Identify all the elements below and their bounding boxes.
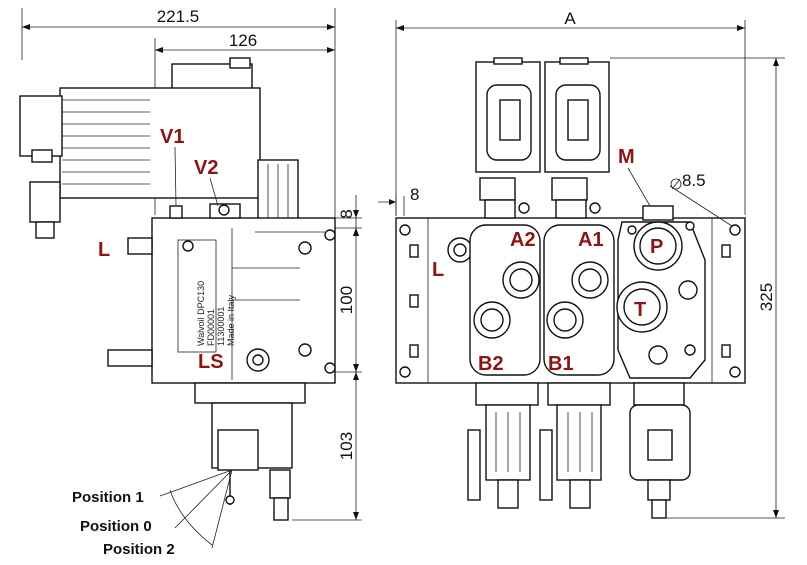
position-2-label: Position 2 <box>103 541 175 558</box>
port-t-label: T <box>634 299 646 321</box>
port-v1-label: V1 <box>160 126 184 148</box>
dim-overall-width-label: 221.5 <box>157 7 200 26</box>
port-l-side-label: L <box>98 239 110 261</box>
port-p-label: P <box>650 236 663 258</box>
port-b2-label: B2 <box>478 353 504 375</box>
dim-front-width-label: A <box>564 9 576 28</box>
position-0-label: Position 0 <box>80 518 152 535</box>
dim-hole-offset-label: 8 <box>410 185 419 204</box>
dim-total-height-label: 325 <box>757 283 776 311</box>
dim-front-width <box>395 20 746 215</box>
side-view <box>19 57 336 521</box>
port-l-front-label: L <box>432 259 444 281</box>
nameplate-line1: Walvoil DPC130 <box>196 281 206 346</box>
dim-side-vertical <box>292 195 362 521</box>
dim-body-height-label: 100 <box>337 286 356 314</box>
nameplate-line2: FD00001 <box>206 309 216 346</box>
port-a2-label: A2 <box>510 229 536 251</box>
port-b1-label: B1 <box>548 353 574 375</box>
lever-position-lines <box>159 469 233 549</box>
nameplate: Walvoil DPC130 FD00001 11300001 Made in … <box>196 281 236 346</box>
dim-bottom-ext-label: 103 <box>337 432 356 460</box>
front-view <box>395 57 746 519</box>
dim-total-height <box>610 57 785 519</box>
position-1-label: Position 1 <box>72 489 144 506</box>
dim-hole-dia-label: 8.5 <box>682 171 706 190</box>
port-v2-label: V2 <box>194 157 218 179</box>
port-m-label: M <box>618 146 635 168</box>
port-a1-label: A1 <box>578 229 604 251</box>
nameplate-line3: 11300001 <box>216 307 226 346</box>
dim-top-offset-label: 8 <box>337 209 356 218</box>
port-ls-label: LS <box>198 351 224 373</box>
dim-hole-dia <box>669 178 733 227</box>
dim-overall-width <box>21 8 336 220</box>
nameplate-line4: Made in Italy <box>226 294 236 346</box>
dim-body-width-label: 126 <box>229 31 257 50</box>
dim-hole-offset <box>378 196 405 216</box>
